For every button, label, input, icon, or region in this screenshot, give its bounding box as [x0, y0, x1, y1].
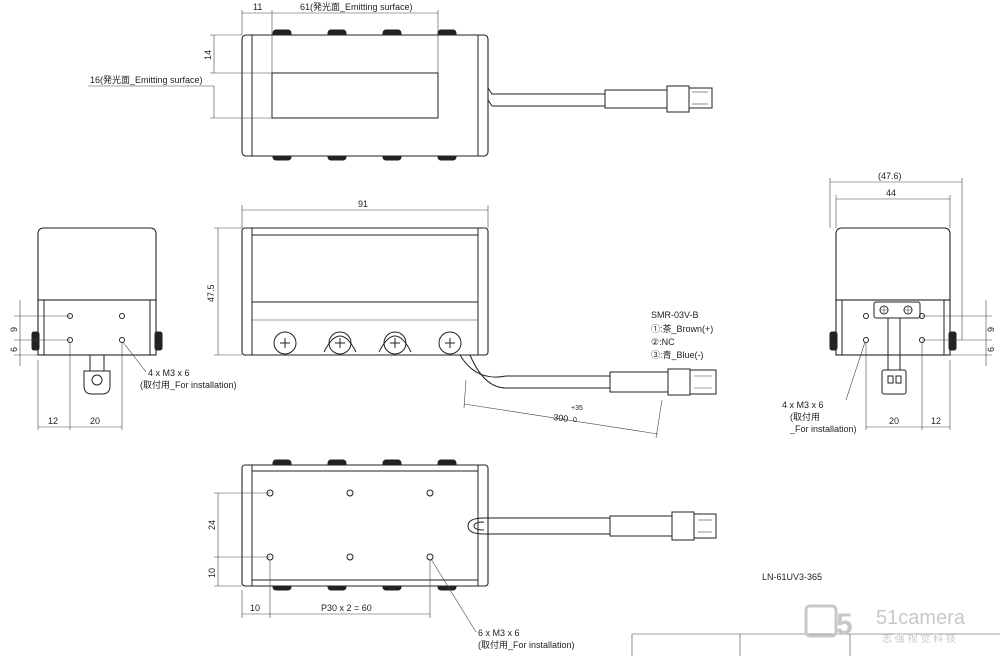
bottom-holes-line2: (取付用_For installation) — [478, 640, 575, 650]
left-side-view — [31, 227, 163, 395]
dim-left-horiz-1: 12 — [48, 416, 58, 426]
watermark-logo-icon — [804, 604, 838, 638]
dim-emit-surface-side: 16(発光面_Emitting surface) — [90, 74, 203, 85]
dim-left-horiz-2: 20 — [90, 416, 100, 426]
right-side-view — [829, 227, 957, 395]
dim-right-vert-1: 9 — [986, 327, 996, 332]
dim-cable-length: 300 — [553, 412, 569, 424]
right-holes-line2: (取付用 — [790, 412, 820, 422]
right-dimensions: (47.6) 44 9 6 20 12 4 x M3 x 6 (取付用 _For… — [782, 171, 996, 434]
watermark-brand: 51camera — [876, 607, 966, 629]
left-holes-line2: (取付用_For installation) — [140, 380, 237, 390]
dim-front-height: 47.5 — [206, 284, 216, 302]
connector-notes: SMR-03V-B ①:茶_Brown(+) ②:NC ③:青_Blue(-) — [651, 310, 713, 360]
connector-pin3: ③:青_Blue(-) — [651, 349, 704, 360]
front-dimensions: 91 47.5 300 +35 0 — [206, 199, 663, 439]
dim-right-horiz-2: 12 — [931, 416, 941, 426]
dim-top-emit-width: 61(発光面_Emitting surface) — [300, 1, 413, 12]
bottom-dimensions: 24 10 10 P30 x 2 = 60 6 x M3 x 6 (取付用_Fo… — [207, 492, 575, 650]
connector-model: SMR-03V-B — [651, 310, 699, 320]
dim-bottom-vert-1: 24 — [207, 520, 217, 530]
dim-bottom-horiz-1: 10 — [250, 603, 260, 613]
right-holes-line3: _For installation) — [789, 424, 857, 434]
left-holes-line1: 4 x M3 x 6 — [148, 368, 190, 378]
connector-pin2: ②:NC — [651, 337, 675, 347]
dim-right-horiz-1: 20 — [889, 416, 899, 426]
top-view — [241, 29, 713, 161]
top-dimensions: 11 61(発光面_Emitting surface) 14 16(発光面_Em… — [88, 1, 439, 119]
bottom-view — [241, 459, 717, 591]
left-dimensions: 9 6 12 20 4 x M3 x 6 (取付用_For installati… — [9, 300, 237, 430]
dim-left-vert-1: 9 — [9, 327, 19, 332]
model-code: LN-61UV3-365 — [762, 572, 822, 582]
dim-right-vert-2: 6 — [986, 347, 996, 352]
dim-top-offset: 11 — [253, 2, 262, 12]
dim-cable-tol-lower: 0 — [573, 417, 577, 424]
title-block — [631, 633, 1000, 656]
dim-right-width: 44 — [886, 188, 896, 198]
watermark: 5 51camera 志 强 视 觉 科 技 — [804, 604, 966, 645]
front-screw-heads — [273, 331, 462, 355]
dim-bottom-vert-2: 10 — [207, 568, 217, 578]
watermark-logo-mark: 5 — [836, 608, 853, 641]
right-holes-line1: 4 x M3 x 6 — [782, 400, 824, 410]
dim-right-overall: (47.6) — [878, 171, 902, 181]
dim-left-vert-2: 6 — [9, 347, 19, 352]
dim-cable-tol-upper: +35 — [571, 405, 583, 412]
watermark-tagline: 志 强 视 觉 科 技 — [882, 632, 956, 645]
dim-top-emit-height: 14 — [203, 50, 213, 60]
front-view — [241, 227, 717, 396]
dim-bottom-pitch: P30 x 2 = 60 — [321, 603, 372, 613]
connector-pin1: ①:茶_Brown(+) — [651, 323, 713, 334]
dim-front-width: 91 — [358, 199, 368, 209]
bottom-holes-line1: 6 x M3 x 6 — [478, 628, 520, 638]
